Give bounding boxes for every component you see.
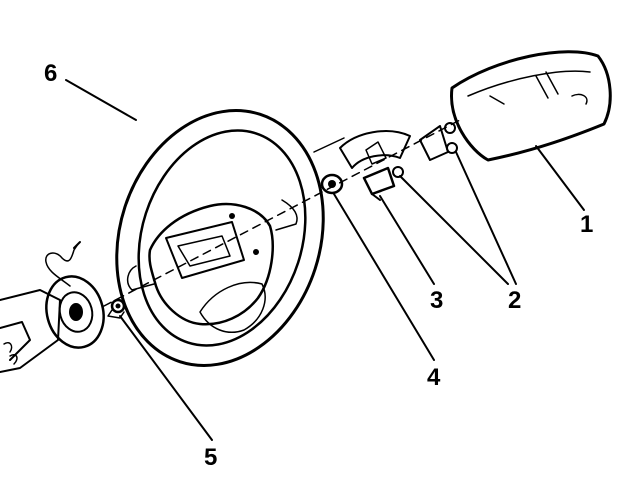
clip	[362, 166, 396, 201]
leader-line-2b	[455, 151, 517, 285]
leader-line-3	[379, 195, 435, 285]
leader-line-1	[535, 145, 585, 211]
inflator-module	[450, 50, 612, 162]
steering-column	[0, 289, 61, 373]
leader-line-4	[333, 193, 435, 361]
callout-label-4: 4	[427, 364, 441, 391]
callout-label-1: 1	[580, 211, 594, 238]
leader-lines	[65, 79, 585, 441]
callout-label-2: 2	[508, 287, 522, 314]
callout-label-3: 3	[430, 287, 444, 314]
horn-contact-bracket	[313, 130, 411, 169]
callout-label-5: 5	[204, 444, 218, 471]
leader-line-6	[65, 79, 137, 121]
horn-lead-damper	[320, 173, 344, 195]
bolts	[392, 122, 458, 178]
clock-spring-coil	[45, 241, 105, 349]
alignment-axis	[103, 119, 461, 307]
callout-label-6: 6	[44, 60, 58, 87]
leader-line-5	[119, 315, 213, 441]
steering-wheel	[115, 109, 325, 367]
leader-line-2a	[399, 175, 509, 285]
